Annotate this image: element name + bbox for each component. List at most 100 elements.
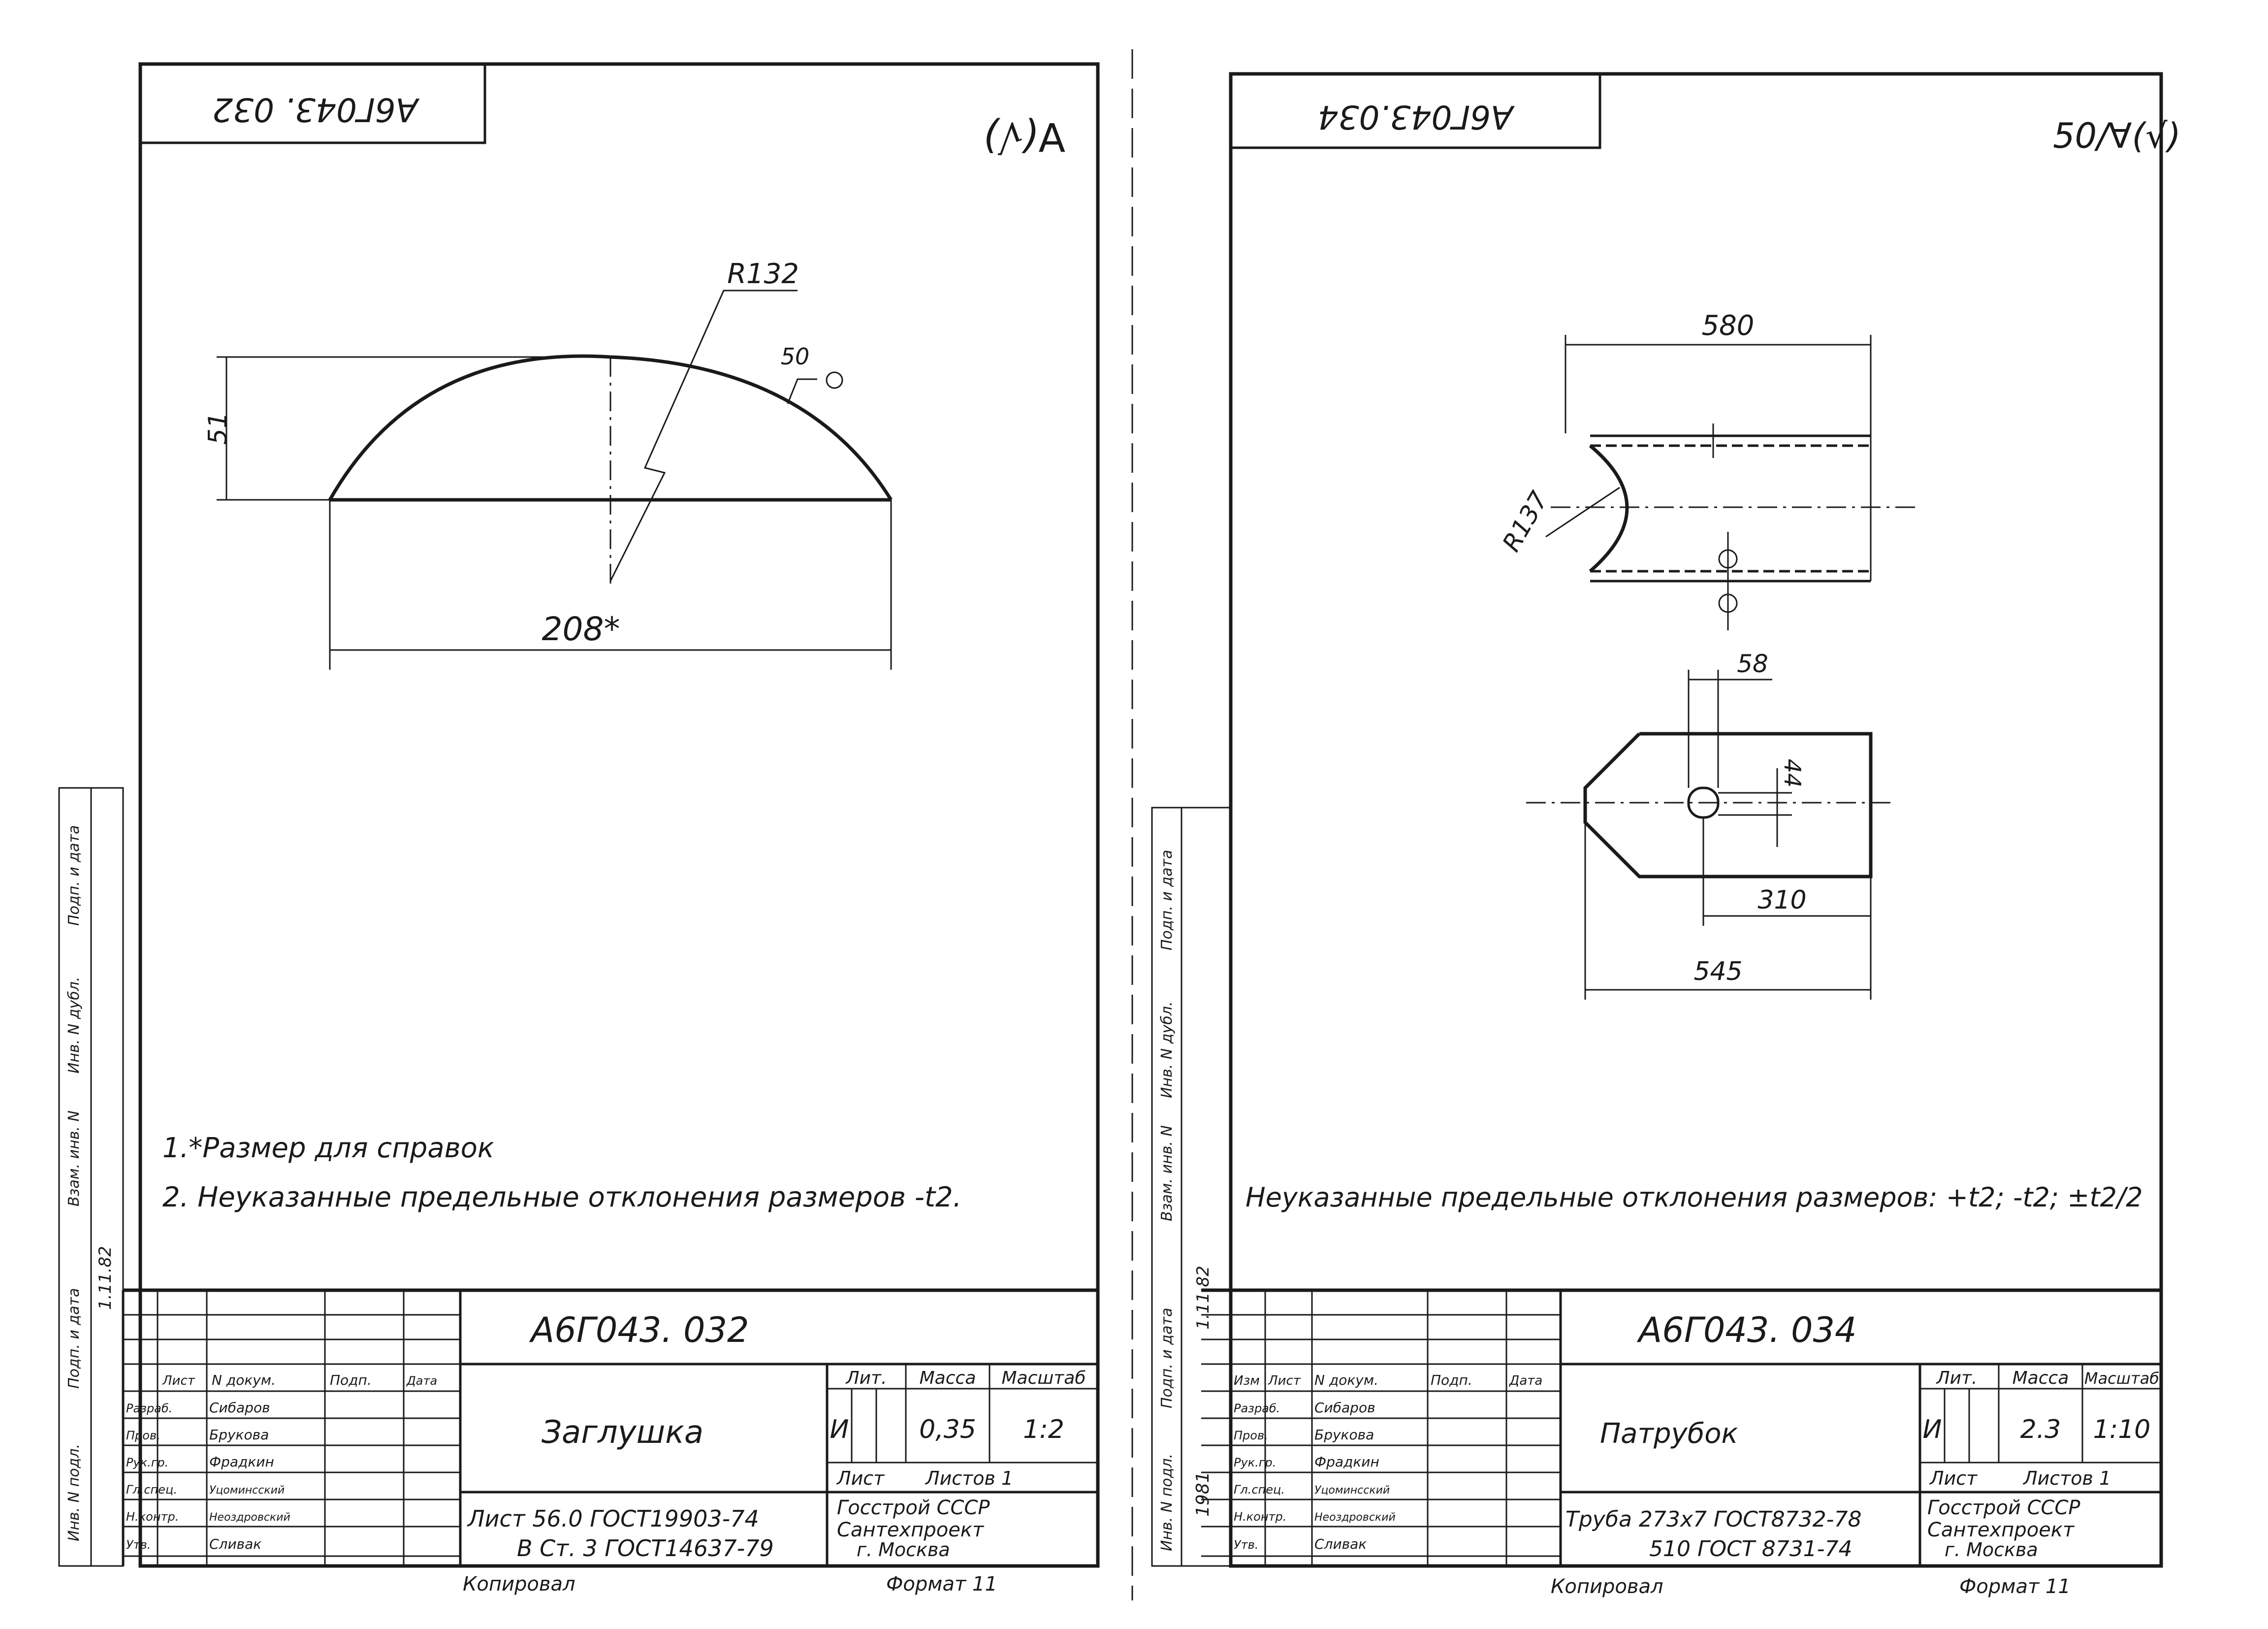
svg-text:Изм: Изм bbox=[1234, 1373, 1260, 1388]
svg-text:Рук.гр.: Рук.гр. bbox=[1234, 1456, 1276, 1469]
right-note: Неуказанные предельные отклонения размер… bbox=[1246, 1182, 2143, 1213]
right-side-stamp: Инв. N подл. Подп. и дата Взам. инв. N И… bbox=[1151, 807, 1232, 1567]
svg-text:Лит.: Лит. bbox=[1936, 1368, 1978, 1388]
svg-text:Неоздровский: Неоздровский bbox=[209, 1511, 290, 1524]
right-mass: 2.3 bbox=[2020, 1415, 2061, 1444]
svg-text:Утв.: Утв. bbox=[1234, 1538, 1258, 1552]
svg-text:Подп. и дата: Подп. и дата bbox=[65, 825, 83, 926]
svg-text:Сибаров: Сибаров bbox=[209, 1400, 270, 1416]
svg-text:Рук.гр.: Рук.гр. bbox=[126, 1456, 168, 1469]
svg-text:Лист: Лист bbox=[836, 1467, 885, 1489]
svg-text:Взам. инв. N: Взам. инв. N bbox=[65, 1110, 83, 1206]
left-roughness-symbol: ∀(√) bbox=[983, 114, 1065, 160]
svg-text:Госстрой СССР: Госстрой СССР bbox=[837, 1497, 990, 1519]
svg-text:Пров.: Пров. bbox=[1234, 1429, 1268, 1442]
svg-text:Подп. и дата: Подп. и дата bbox=[65, 1288, 83, 1389]
left-note-1: 1.*Размер для справок bbox=[162, 1132, 494, 1164]
svg-text:Копировал: Копировал bbox=[463, 1573, 575, 1596]
left-scale: 1:2 bbox=[1023, 1415, 1064, 1444]
left-top-stamp: A6Г043. 032 bbox=[212, 91, 420, 129]
dim-radius-pipe: R137 bbox=[1497, 487, 1554, 556]
radius-leader bbox=[609, 290, 798, 582]
svg-text:Инв. N дубл.: Инв. N дубл. bbox=[65, 977, 83, 1074]
dim-slot-offset: 58 bbox=[1737, 650, 1768, 678]
svg-text:Разраб.: Разраб. bbox=[1234, 1401, 1280, 1415]
svg-text:Сантехпроект: Сантехпроект bbox=[837, 1519, 985, 1541]
svg-text:Масса: Масса bbox=[920, 1368, 976, 1388]
left-sheet: A6Г043. 032 ∀(√) 51 208* R132 50 1 bbox=[58, 62, 1100, 1596]
svg-text:Лист: Лист bbox=[1268, 1373, 1301, 1388]
svg-text:1.11.82: 1.11.82 bbox=[96, 1246, 115, 1310]
svg-text:Дата: Дата bbox=[406, 1374, 437, 1388]
left-mass: 0,35 bbox=[919, 1415, 976, 1444]
svg-text:N докум.: N докум. bbox=[212, 1372, 276, 1388]
svg-text:Дата: Дата bbox=[1509, 1373, 1542, 1388]
right-designation: A6Г043. 034 bbox=[1636, 1310, 1856, 1350]
svg-text:Сливак: Сливак bbox=[1314, 1536, 1367, 1552]
roughness-circle bbox=[826, 371, 843, 389]
left-side-stamp: Инв. N подл. Подп. и дата Взам. инв. N И… bbox=[58, 787, 124, 1567]
left-designation: A6Г043. 032 bbox=[529, 1310, 749, 1350]
svg-text:Инв. N дубл.: Инв. N дубл. bbox=[1158, 1002, 1176, 1099]
svg-text:Уцоминсский: Уцоминсский bbox=[1314, 1484, 1390, 1497]
left-material-2: В Ст. 3 ГОСТ14637-79 bbox=[517, 1535, 774, 1562]
svg-text:Гл.спец.: Гл.спец. bbox=[126, 1483, 177, 1497]
pipe-outline bbox=[1583, 732, 1873, 879]
left-title-block: A6Г043. 032 Заглушка Лит. Масса Масштаб … bbox=[122, 1288, 1098, 1596]
svg-text:Неоздровский: Неоздровский bbox=[1314, 1511, 1396, 1524]
left-material-1: Лист 56.0 ГОСТ19903-74 bbox=[467, 1505, 759, 1532]
svg-text:Уцоминсский: Уцоминсский bbox=[209, 1484, 285, 1497]
dim-total: 545 bbox=[1693, 957, 1742, 986]
right-scale: 1:10 bbox=[2093, 1415, 2151, 1444]
svg-text:Листов 1: Листов 1 bbox=[925, 1467, 1013, 1489]
svg-text:Лист: Лист bbox=[1929, 1467, 1978, 1489]
right-top-stamp: A6Г043.034 bbox=[1318, 98, 1515, 136]
dim-radius: R132 bbox=[727, 258, 799, 290]
svg-text:г. Москва: г. Москва bbox=[1945, 1539, 2038, 1561]
dim-slot-width: 44 bbox=[1779, 759, 1806, 788]
right-top-stamp-box bbox=[1229, 72, 1601, 149]
dim-slot-pos: 310 bbox=[1757, 885, 1806, 915]
svg-text:Брукова: Брукова bbox=[209, 1427, 269, 1443]
dim-height: 51 bbox=[203, 412, 233, 445]
svg-text:Масса: Масса bbox=[2012, 1368, 2069, 1388]
cap-drawing: 51 208* R132 50 bbox=[203, 258, 893, 670]
svg-text:Разраб.: Разраб. bbox=[126, 1401, 172, 1415]
svg-text:Формат 11: Формат 11 bbox=[886, 1573, 997, 1596]
svg-text:Подп. и дата: Подп. и дата bbox=[1158, 1308, 1176, 1408]
svg-text:Подп. и дата: Подп. и дата bbox=[1158, 850, 1176, 950]
svg-text:Гл.спец.: Гл.спец. bbox=[1234, 1483, 1285, 1497]
svg-text:Инв. N подл.: Инв. N подл. bbox=[1158, 1454, 1176, 1551]
svg-text:Сантехпроект: Сантехпроект bbox=[1927, 1519, 2075, 1541]
svg-text:N докум.: N докум. bbox=[1314, 1372, 1378, 1388]
svg-text:Н.контр.: Н.контр. bbox=[1234, 1510, 1286, 1524]
svg-text:Копировал: Копировал bbox=[1551, 1575, 1663, 1598]
svg-text:И: И bbox=[1923, 1415, 1942, 1444]
right-sheet: A6Г043.034 50/∀(√) 580 R137 bbox=[1151, 72, 2181, 1598]
pipe-side-view: 580 R137 bbox=[1497, 310, 1920, 630]
right-title-block: A6Г043. 034 Патрубок Лит. Масса Масштаб … bbox=[1201, 1288, 2161, 1598]
svg-text:1.11.82: 1.11.82 bbox=[1193, 1266, 1213, 1330]
svg-text:г. Москва: г. Москва bbox=[857, 1539, 950, 1561]
svg-text:Лит.: Лит. bbox=[845, 1368, 887, 1388]
left-part-name: Заглушка bbox=[542, 1414, 703, 1451]
svg-text:Брукова: Брукова bbox=[1314, 1427, 1374, 1443]
svg-text:Лист: Лист bbox=[162, 1373, 195, 1388]
svg-text:Н.контр.: Н.контр. bbox=[126, 1510, 179, 1524]
svg-text:Сибаров: Сибаров bbox=[1314, 1400, 1375, 1416]
svg-text:Утв.: Утв. bbox=[126, 1538, 151, 1552]
saddle-cut bbox=[1589, 444, 1629, 573]
dim-length: 580 bbox=[1702, 310, 1755, 342]
svg-text:1981: 1981 bbox=[1193, 1471, 1213, 1517]
svg-text:Формат 11: Формат 11 bbox=[1959, 1575, 2071, 1598]
svg-text:Листов 1: Листов 1 bbox=[2022, 1467, 2111, 1489]
dim-width: 208* bbox=[542, 610, 620, 648]
svg-text:Фрадкин: Фрадкин bbox=[209, 1454, 274, 1470]
svg-text:Инв. N подл.: Инв. N подл. bbox=[65, 1444, 83, 1541]
svg-text:Сливак: Сливак bbox=[209, 1536, 261, 1552]
dim-roughness: 50 bbox=[781, 343, 810, 370]
left-sheet-frame bbox=[138, 62, 1100, 1568]
svg-text:Фрадкин: Фрадкин bbox=[1314, 1454, 1379, 1470]
svg-text:Взам. инв. N: Взам. инв. N bbox=[1158, 1125, 1176, 1221]
